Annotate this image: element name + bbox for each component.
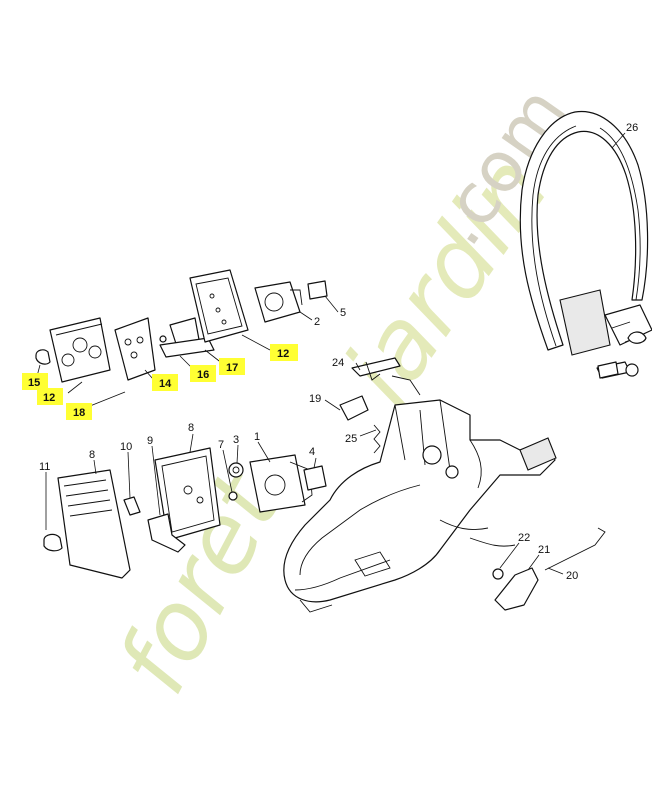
callout-14: 14 xyxy=(159,378,172,390)
hl-box-18 xyxy=(66,403,92,420)
callout-12b: 12 xyxy=(277,348,289,360)
watermark: foret jardin .com xyxy=(96,72,582,711)
callout-17: 17 xyxy=(226,362,238,374)
highlight-boxes xyxy=(22,344,298,420)
carburetor-lower xyxy=(249,454,313,513)
callout-7: 7 xyxy=(218,439,224,451)
choke-lever-9 xyxy=(147,513,186,553)
spring-25 xyxy=(373,424,381,454)
filter-housing-8 xyxy=(154,447,221,541)
carburetor-upper xyxy=(254,281,303,323)
bracket-24 xyxy=(351,357,421,396)
callout-2: 2 xyxy=(314,316,320,328)
hl-box-16 xyxy=(190,365,216,382)
callout-1: 1 xyxy=(254,431,260,443)
hl-box-14 xyxy=(152,374,178,391)
o-ring-3 xyxy=(228,462,244,478)
callout-22: 22 xyxy=(518,532,530,544)
callout-15: 15 xyxy=(28,377,40,389)
callout-26: 26 xyxy=(626,122,638,134)
callout-24: 24 xyxy=(332,357,344,369)
callout-16: 16 xyxy=(197,369,209,381)
callout-25: 25 xyxy=(345,433,357,445)
callout-5: 5 xyxy=(340,307,346,319)
callout-19: 19 xyxy=(309,393,321,405)
upper-left-filter-cover xyxy=(35,317,111,383)
screw-handlebar xyxy=(597,361,619,379)
callout-4: 4 xyxy=(309,446,315,458)
lever-19 xyxy=(339,395,369,421)
baffle-plate-14 xyxy=(114,317,156,381)
callout-3: 3 xyxy=(233,434,239,446)
hl-box-15 xyxy=(22,373,48,390)
callout-9: 9 xyxy=(147,435,153,447)
callout-12a: 12 xyxy=(43,392,55,404)
hl-box-17 xyxy=(219,358,245,375)
callout-8a: 8 xyxy=(89,449,95,461)
crankcase-housing xyxy=(283,399,557,613)
filter-cover-lower xyxy=(43,469,131,579)
callout-20: 20 xyxy=(566,570,578,582)
washer-7 xyxy=(228,491,238,501)
carb-mount-plate xyxy=(189,269,249,343)
callout-10: 10 xyxy=(120,441,132,453)
spacer-16 xyxy=(159,317,215,358)
leader-lines xyxy=(35,132,626,575)
callout-11: 11 xyxy=(39,461,50,473)
gasket-5 xyxy=(307,280,328,300)
callout-21: 21 xyxy=(538,544,550,556)
screw-10 xyxy=(123,496,141,516)
block-4 xyxy=(303,465,327,491)
callout-18: 18 xyxy=(73,407,85,419)
hl-box-12a xyxy=(37,388,63,405)
handlebar-part xyxy=(519,110,652,379)
callout-8b: 8 xyxy=(188,422,194,434)
throttle-assembly xyxy=(492,527,606,611)
callout-labels: 26 2 5 12 17 16 14 15 12 18 24 19 25 1 3… xyxy=(28,122,638,582)
hl-box-12b xyxy=(270,344,298,361)
